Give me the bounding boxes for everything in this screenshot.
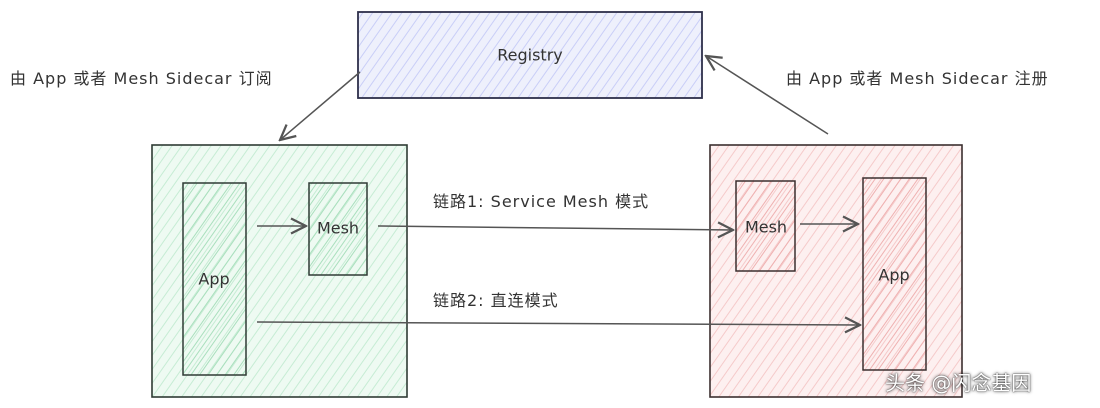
registry-box xyxy=(357,11,703,99)
link1-arrow xyxy=(377,226,733,230)
consumer-mesh-box xyxy=(308,182,368,276)
consumer-app-label: App xyxy=(198,269,230,289)
provider-app-label: App xyxy=(878,265,910,285)
subscribe-arrow xyxy=(280,71,361,140)
register-arrow xyxy=(706,56,829,135)
consumer-app-box xyxy=(182,182,247,376)
provider-mesh-box xyxy=(735,180,796,272)
register-text: 由 App 或者 Mesh Sidecar 注册 xyxy=(786,69,1049,88)
watermark: 头条 @闪念基因 xyxy=(885,371,1032,395)
provider-app-box xyxy=(862,177,927,371)
link1-label: 链路1: Service Mesh 模式 xyxy=(433,192,650,211)
link2-arrow xyxy=(256,322,860,325)
link2-label: 链路2: 直连模式 xyxy=(433,291,559,310)
provider-mesh-label: Mesh xyxy=(744,217,788,237)
subscribe-text: 由 App 或者 Mesh Sidecar 订阅 xyxy=(10,69,273,88)
registry-label: Registry xyxy=(497,45,563,65)
consumer-mesh-label: Mesh xyxy=(316,218,360,238)
